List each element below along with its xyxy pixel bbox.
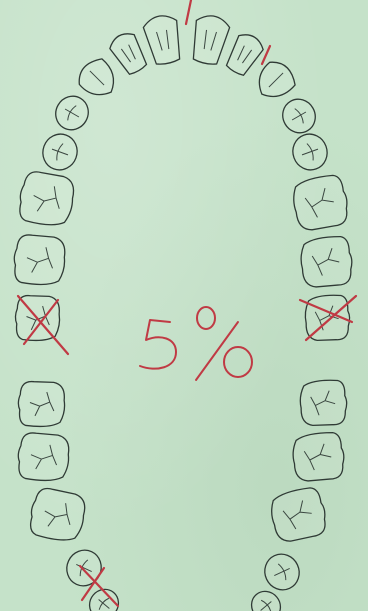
percent-slash xyxy=(196,322,238,380)
digit-five-stroke xyxy=(140,320,176,369)
percent-bottom-circle xyxy=(224,347,252,377)
lower-second-premolar-left xyxy=(259,549,305,596)
lower-second-premolar-right xyxy=(61,545,107,592)
percent-top-circle xyxy=(197,307,215,329)
upper-second-molar-left xyxy=(299,235,354,288)
upper-second-premolar-right xyxy=(38,129,82,174)
lower-first-molar-right xyxy=(27,486,89,545)
upper-lateral-incisor-left xyxy=(222,30,266,79)
upper-first-molar-left xyxy=(290,173,351,232)
upper-canine-left xyxy=(250,56,300,106)
handwritten-percentage: 5% xyxy=(140,307,252,380)
upper-second-molar-right xyxy=(12,234,67,287)
upper-first-premolar-right xyxy=(50,90,95,135)
upper-central-incisor-left xyxy=(188,13,231,67)
lower-arch xyxy=(16,380,347,611)
upper-second-premolar-left xyxy=(288,129,332,174)
lower-third-molar-left xyxy=(300,380,348,426)
upper-central-incisor-right xyxy=(142,13,185,67)
upper-lateral-incisor-right xyxy=(107,29,151,78)
upper-first-molar-right xyxy=(16,170,77,229)
upper-first-premolar-left xyxy=(277,93,322,138)
upper-arch xyxy=(12,13,354,342)
lower-third-molar-right xyxy=(18,381,66,427)
upper-canine-right xyxy=(73,54,123,104)
midline-tick-mark xyxy=(186,0,191,24)
lower-first-molar-left xyxy=(268,485,330,544)
lower-second-molar-right xyxy=(16,432,70,483)
lower-second-molar-left xyxy=(291,431,345,482)
